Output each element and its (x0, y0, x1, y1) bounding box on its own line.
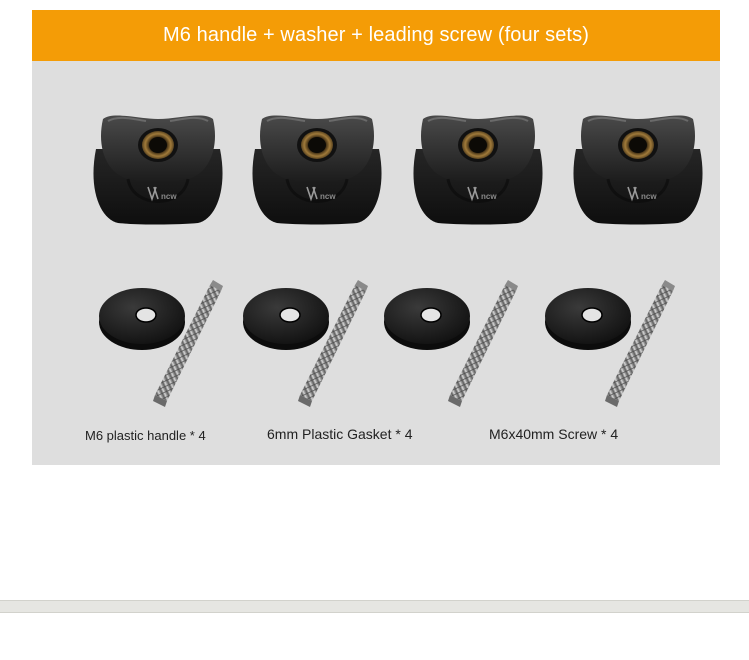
footer-divider-bar (0, 600, 749, 613)
caption-plastic-gasket: 6mm Plastic Gasket * 4 (267, 426, 413, 442)
knob-4 (571, 113, 705, 226)
title-banner: M6 handle + washer + leading screw (four… (32, 10, 720, 61)
knob-2 (250, 113, 384, 226)
banner-title: M6 handle + washer + leading screw (four… (163, 24, 589, 46)
knob-1 (91, 113, 225, 226)
product-photo-drawing: ncw (91, 113, 705, 407)
washer-screw-set-1 (98, 280, 223, 407)
washer-screw-set-2 (242, 280, 368, 407)
washer-screw-set-3 (383, 280, 518, 407)
caption-plastic-handle: M6 plastic handle * 4 (85, 428, 206, 443)
caption-screw: M6x40mm Screw * 4 (489, 426, 619, 442)
product-photo: ncw (32, 61, 720, 465)
washer-screw-set-4 (544, 280, 675, 407)
knob-3 (411, 113, 545, 226)
